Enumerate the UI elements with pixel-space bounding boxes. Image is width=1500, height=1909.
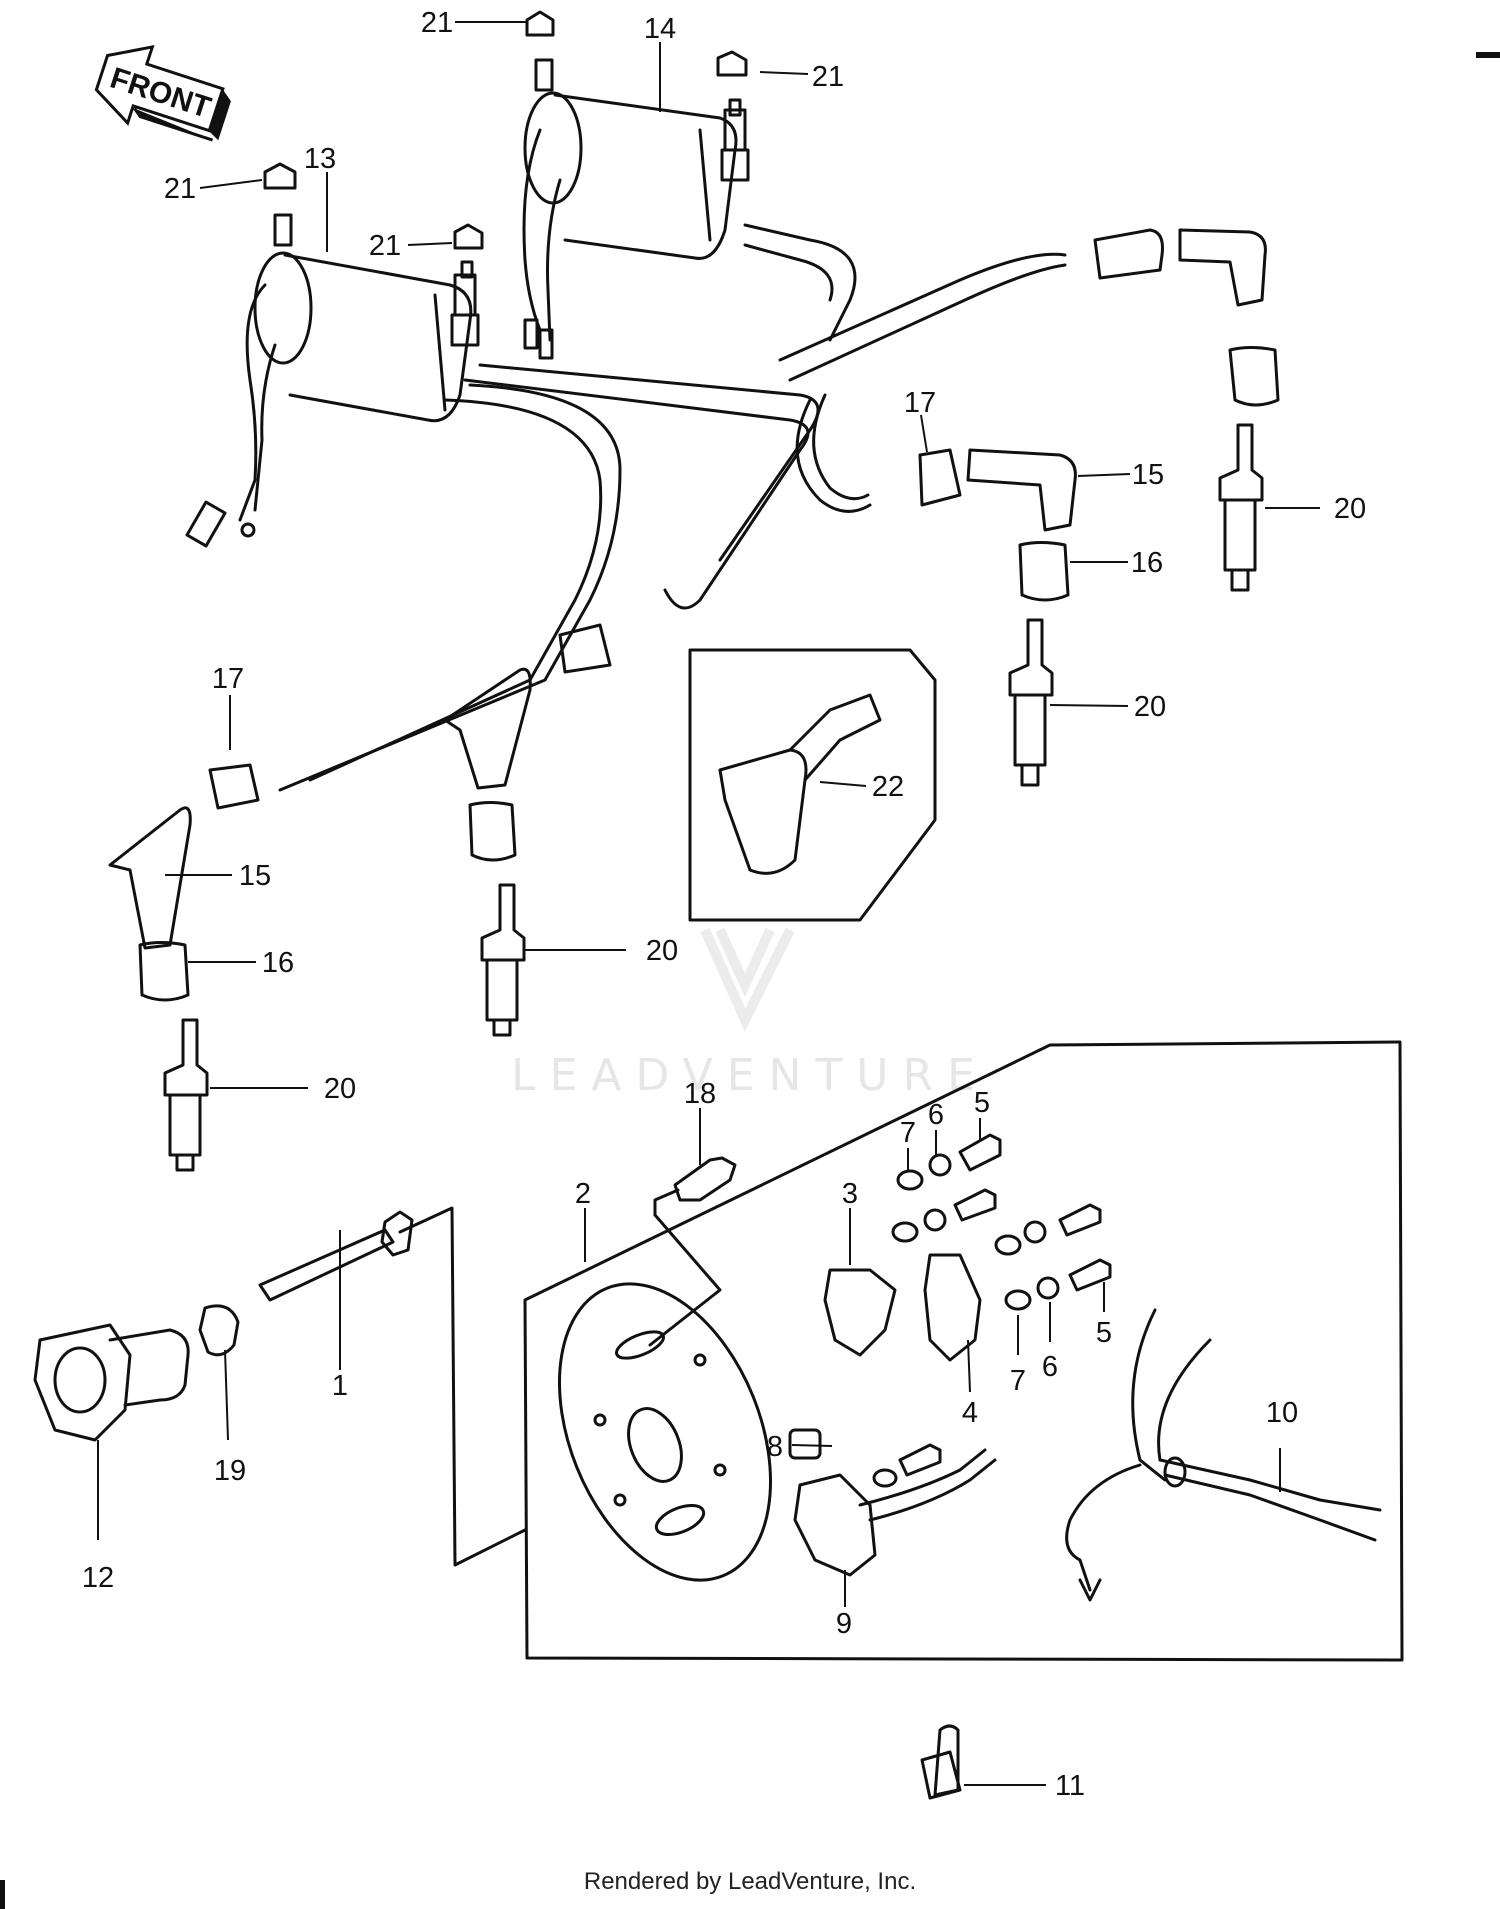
callout-19: 19 <box>214 1455 246 1487</box>
inset-box-plug-cap <box>688 648 937 922</box>
callout-22: 22 <box>872 771 904 803</box>
callout-leaders <box>97 21 1320 1786</box>
callout-21-top: 21 <box>421 7 453 39</box>
callout-1: 1 <box>332 1370 348 1402</box>
timing-shaft-assembly <box>33 1210 414 1442</box>
callout-4: 4 <box>962 1397 978 1429</box>
callout-10: 10 <box>1266 1397 1298 1429</box>
callout-15-right: 15 <box>1132 459 1164 491</box>
watermark: LEADVENTURE <box>511 927 989 1101</box>
callout-6-bottom: 6 <box>1042 1351 1058 1383</box>
callout-21-left: 21 <box>164 173 196 205</box>
high-tension-leads <box>278 223 1067 792</box>
callout-20-right: 20 <box>1134 691 1166 723</box>
callout-3: 3 <box>842 1178 858 1210</box>
callout-8: 8 <box>767 1431 783 1463</box>
wiring-harness <box>1065 1308 1382 1602</box>
callout-5-bottom: 5 <box>1096 1317 1112 1349</box>
callout-13: 13 <box>304 143 336 175</box>
callout-14: 14 <box>644 13 676 45</box>
contact-breaker-points <box>793 1253 997 1577</box>
breaker-assembly-box <box>523 1040 1404 1662</box>
callout-16-right: 16 <box>1131 547 1163 579</box>
callout-18: 18 <box>684 1078 716 1110</box>
footer-credit: Rendered by LeadVenture, Inc. <box>583 1868 917 1895</box>
callout-numbers: 21 14 21 13 21 21 17 15 20 16 20 17 22 1… <box>82 7 1366 1802</box>
callout-2: 2 <box>575 1178 591 1210</box>
reference-link-lines <box>398 1188 722 1567</box>
ignition-coil-rear <box>522 58 750 360</box>
front-arrow: FRONT <box>94 45 231 142</box>
callout-17-right: 17 <box>904 387 936 419</box>
callout-11: 11 <box>1055 1770 1085 1802</box>
callout-7-bottom: 7 <box>1010 1365 1026 1397</box>
callout-20-far-right: 20 <box>1334 493 1366 525</box>
callout-15-left: 15 <box>239 860 271 892</box>
callout-21-center: 21 <box>369 230 401 262</box>
callout-7-top: 7 <box>900 1117 916 1149</box>
clamp <box>920 1724 962 1800</box>
callout-20-far-left: 20 <box>324 1073 356 1105</box>
screws-and-washers <box>673 1133 1112 1488</box>
callout-9: 9 <box>836 1608 852 1640</box>
callout-17-left: 17 <box>212 663 244 695</box>
callout-6-top: 6 <box>928 1099 944 1131</box>
callout-20-center: 20 <box>646 935 678 967</box>
corner-mark-bottom-left <box>0 1880 5 1909</box>
callout-16-left: 16 <box>262 947 294 979</box>
coil-nuts <box>263 10 748 250</box>
watermark-logo-shape <box>700 927 795 1032</box>
callout-5-top: 5 <box>974 1087 990 1119</box>
callout-12: 12 <box>82 1562 114 1594</box>
spark-plugs <box>163 423 1264 1172</box>
plug-caps <box>108 228 1267 950</box>
plug-boots <box>138 346 1280 1002</box>
corner-mark-top-right <box>1476 52 1500 58</box>
ignition-coil-front <box>185 213 480 548</box>
callout-21-right: 21 <box>812 61 844 93</box>
watermark-text: LEADVENTURE <box>511 1050 989 1101</box>
